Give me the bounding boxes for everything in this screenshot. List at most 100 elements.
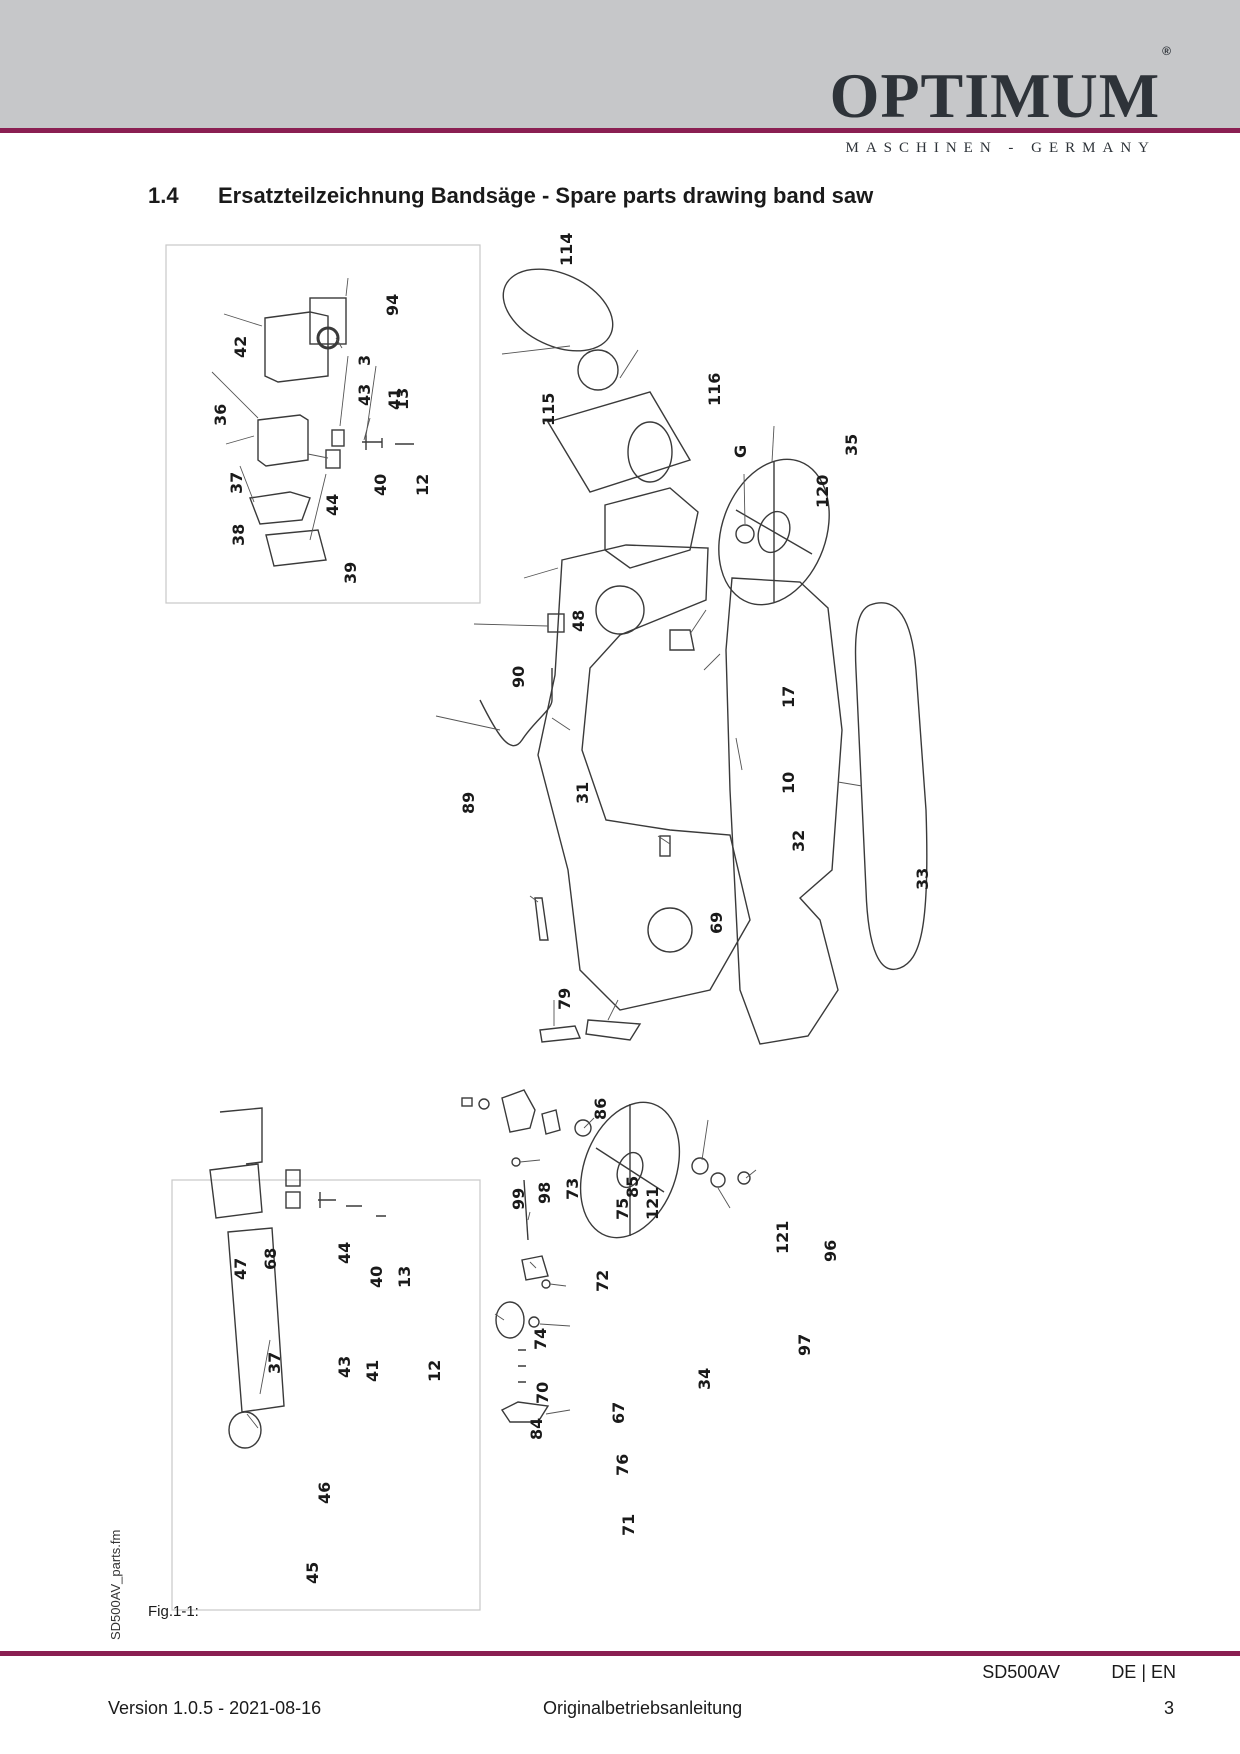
part-label: 86	[591, 1098, 610, 1120]
washer-97	[710, 1172, 726, 1188]
part-label: 76	[613, 1454, 632, 1476]
part-label: 31	[573, 782, 592, 804]
bolt-40-41	[362, 435, 414, 450]
part-label: 40	[367, 1266, 386, 1288]
part-label: 32	[789, 830, 808, 852]
block-73	[501, 1089, 536, 1133]
section-number: 1.4	[148, 183, 179, 208]
fan-115	[577, 349, 619, 391]
part-label: 42	[231, 336, 250, 358]
brand-name: OPTIMUM	[829, 60, 1161, 131]
motor-flange	[627, 421, 673, 483]
part-label: 79	[555, 988, 574, 1010]
part-label: 41	[385, 388, 404, 410]
part-label: 115	[539, 393, 558, 426]
washer-121b	[691, 1157, 709, 1175]
washer-120	[735, 524, 755, 544]
part-label: 96	[821, 1240, 840, 1262]
block-47	[209, 1163, 263, 1219]
part-label: 94	[383, 294, 402, 316]
part-label: 68	[261, 1248, 280, 1270]
cube-44	[325, 449, 341, 469]
washer-121	[574, 1119, 592, 1137]
shaft-74	[523, 1179, 529, 1241]
part-label: 36	[211, 404, 230, 426]
part-label: 72	[593, 1270, 612, 1292]
wheel-35	[718, 458, 830, 606]
part-label: 45	[303, 1562, 322, 1584]
part-90	[547, 613, 565, 633]
part-label: 98	[535, 1182, 554, 1204]
part-label: 37	[265, 1352, 284, 1374]
bracket-68	[219, 1107, 263, 1165]
detail-box-top	[165, 244, 481, 604]
bracket-42	[264, 311, 329, 383]
part-70	[521, 1255, 549, 1281]
part-label: 13	[395, 1266, 414, 1288]
part-label: 37	[227, 472, 246, 494]
footer-version: Version 1.0.5 - 2021-08-16	[108, 1698, 322, 1718]
cube-43b	[285, 1191, 301, 1209]
registered-mark: ®	[1162, 43, 1172, 58]
frame-31	[537, 544, 751, 1011]
cube-44b	[285, 1169, 301, 1187]
part-label: 70	[533, 1382, 552, 1404]
part-85	[585, 1019, 642, 1041]
plate-38	[249, 491, 311, 525]
part-label: 46	[315, 1482, 334, 1504]
part-label: 121	[773, 1221, 792, 1254]
gearbox-g	[604, 487, 699, 569]
part-label: 40	[371, 474, 390, 496]
pin-75	[541, 1109, 561, 1135]
bolt-40b-41b	[318, 1192, 386, 1217]
part-label: 48	[569, 610, 588, 632]
part-label: 71	[619, 1514, 638, 1536]
frame-bore-lower	[647, 907, 693, 953]
detail-box-bottom	[171, 1179, 481, 1611]
part-label: 90	[509, 666, 528, 688]
frame-bore-upper	[595, 585, 645, 635]
wheel-34-hub	[616, 1151, 644, 1189]
part-label: 74	[531, 1328, 550, 1350]
part-69	[659, 835, 671, 857]
part-label: 85	[623, 1176, 642, 1198]
footer-rule	[0, 1651, 1240, 1656]
plate-39	[265, 529, 327, 567]
wheel-35-hub	[757, 510, 791, 554]
part-76	[528, 1316, 540, 1328]
cube-43	[331, 429, 345, 447]
wheel-34-spokes	[595, 1104, 665, 1236]
part-label: 41	[363, 1360, 382, 1382]
part-label: 120	[813, 475, 832, 508]
part-label: 75	[613, 1198, 632, 1220]
washer-67	[541, 1279, 551, 1289]
part-label: G	[731, 445, 750, 458]
part-label: 47	[231, 1258, 250, 1280]
knob-45	[228, 1411, 262, 1449]
spare-parts-drawing: 114 94 42 3 115 116 36 43 41 13 G 35 40 …	[165, 233, 932, 1611]
part-72	[511, 1157, 521, 1167]
bearing-3	[316, 326, 340, 350]
figure-caption: Fig.1-1:	[148, 1603, 199, 1620]
footer-doc-type: Originalbetriebsanleitung	[543, 1698, 743, 1718]
brand-tagline: MASCHINEN - GERMANY	[845, 140, 1156, 156]
header-rule	[0, 128, 1240, 133]
part-label: 33	[913, 868, 932, 890]
part-label: 39	[341, 562, 360, 584]
header-band	[0, 0, 1240, 128]
part-label: 99	[509, 1188, 528, 1210]
guide-89	[479, 668, 553, 747]
knob-84	[495, 1301, 525, 1339]
part-label: 73	[563, 1178, 582, 1200]
part-label: 12	[413, 474, 432, 496]
washers-stack	[518, 1349, 526, 1383]
part-label: 12	[425, 1360, 444, 1382]
part-label: 114	[557, 233, 576, 266]
cover-32	[725, 577, 843, 1045]
part-label: 13	[393, 388, 412, 410]
wheel-34	[579, 1101, 681, 1239]
page-number: 3	[1163, 1698, 1174, 1718]
part-86	[539, 1025, 582, 1043]
part-label: 10	[779, 772, 798, 794]
block-36	[257, 414, 309, 467]
